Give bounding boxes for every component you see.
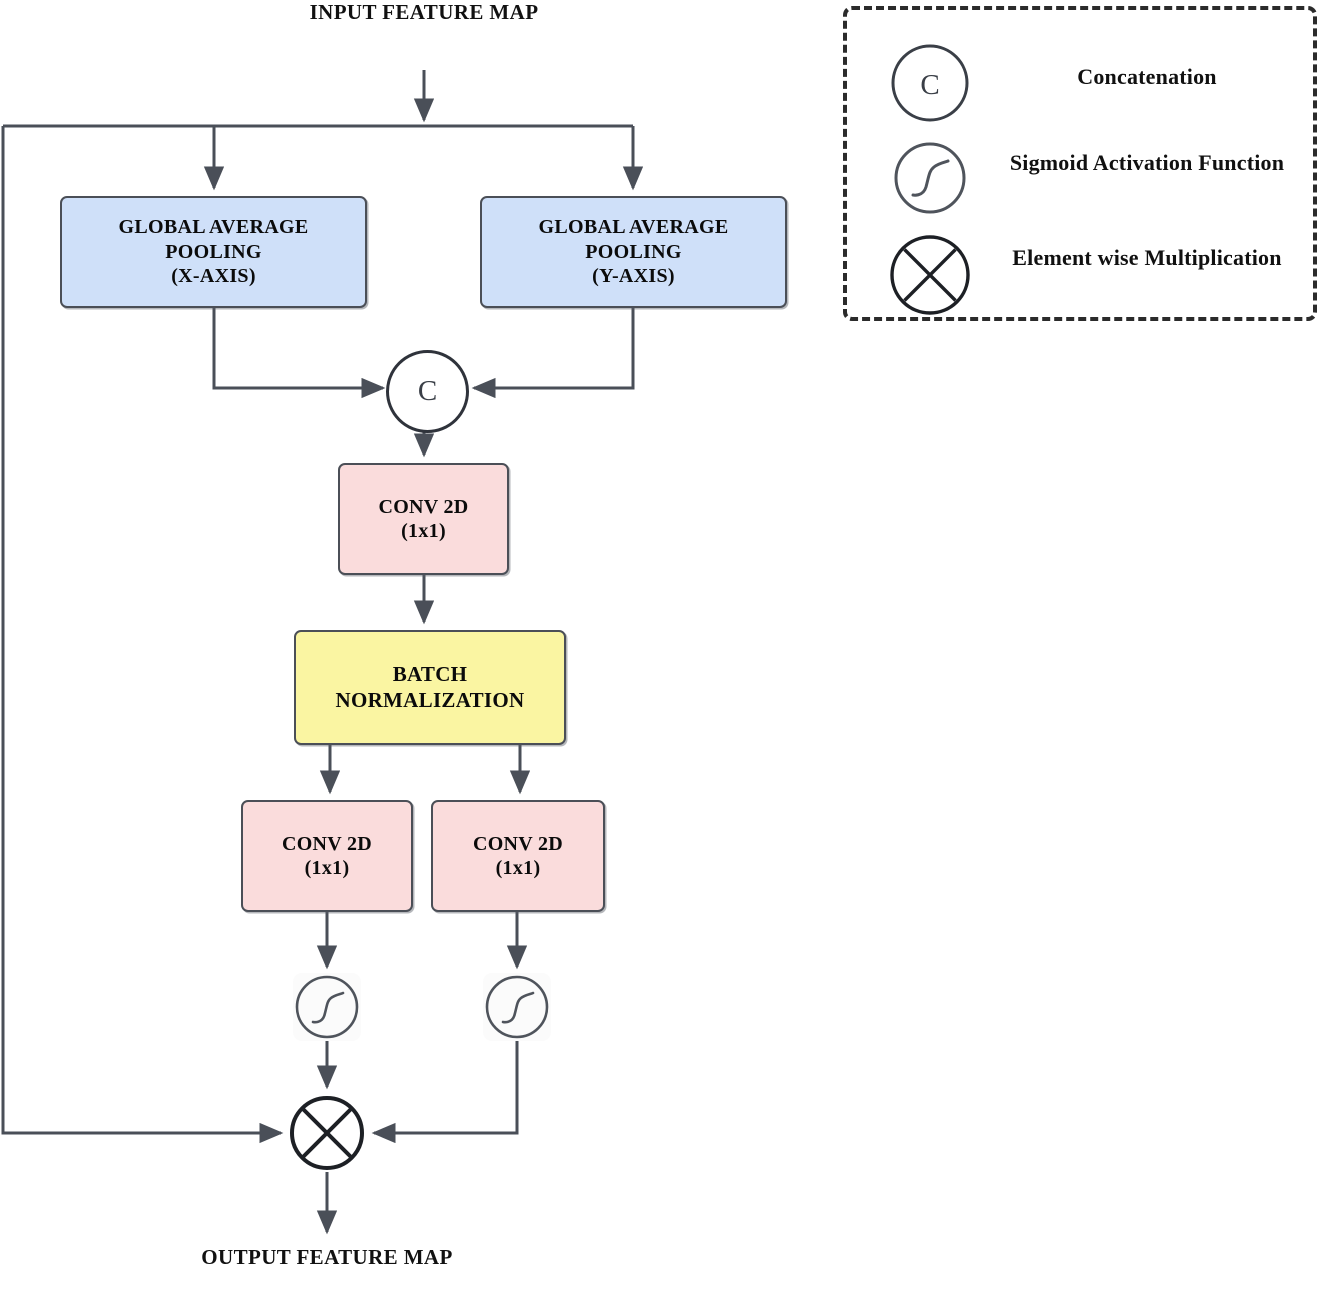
legend-2-line-2: Multiplication — [1144, 245, 1282, 270]
sigmoid-icon — [295, 975, 359, 1039]
svg-text:C: C — [920, 69, 939, 101]
conv-right-line-1: CONV 2D — [472, 832, 564, 855]
conv-top-line-2: (1x1) — [401, 520, 446, 542]
wire-gap-x-to-concat — [212, 308, 386, 399]
elementwise-multiplication-icon — [890, 235, 970, 315]
sigmoid-icon — [894, 142, 966, 214]
wire-sigmoid-right-to-multiply — [371, 1040, 519, 1144]
node-conv2d-left[interactable]: CONV 2D (1x1) — [241, 800, 413, 912]
concatenation-circle-icon: C — [891, 44, 969, 122]
input-label-line-1: INPUT FEATURE — [309, 0, 484, 24]
legend-icon-multiplication — [887, 232, 973, 318]
conv-left-line-2: (1x1) — [304, 857, 350, 879]
legend-label-multiplication: Element wise Multiplication — [997, 243, 1297, 273]
legend-label-concatenation: Concatenation — [997, 62, 1297, 92]
gap-y-line-2: POOLING — [585, 240, 682, 263]
gap-y-line-3: (Y-AXIS) — [592, 265, 675, 288]
node-elementwise-multiplication[interactable] — [288, 1094, 366, 1172]
legend-label-sigmoid: Sigmoid Activation Function — [997, 148, 1297, 178]
node-conv2d-right[interactable]: CONV 2D (1x1) — [431, 800, 605, 912]
concatenation-symbol: C — [417, 375, 438, 407]
output-label-line-2: MAP — [403, 1245, 453, 1269]
sigmoid-icon — [485, 975, 549, 1039]
elementwise-multiplication-icon — [290, 1096, 364, 1170]
input-feature-map-label: INPUT FEATURE MAP — [274, 0, 574, 26]
output-label-line-1: OUTPUT FEATURE — [201, 1245, 399, 1269]
legend-1-line-1: Sigmoid Activation — [1009, 150, 1193, 175]
node-global-average-pooling-x[interactable]: GLOBAL AVERAGE POOLING (X-AXIS) — [60, 196, 367, 308]
legend-1-line-2: Function — [1198, 150, 1285, 175]
gap-x-line-1: GLOBAL AVERAGE — [118, 216, 309, 239]
legend-icon-concatenation: C — [889, 42, 971, 124]
node-global-average-pooling-y[interactable]: GLOBAL AVERAGE POOLING (Y-AXIS) — [480, 196, 787, 308]
node-sigmoid-right[interactable] — [483, 973, 551, 1041]
batchnorm-line-1: BATCH — [392, 661, 468, 686]
legend-panel: C Concatenation Sigmoid Activation Funct… — [843, 6, 1317, 321]
legend-icon-sigmoid — [889, 137, 971, 219]
node-conv2d-top[interactable]: CONV 2D (1x1) — [338, 463, 509, 575]
node-concatenation[interactable]: C — [386, 350, 469, 433]
conv-top-line-1: CONV 2D — [378, 495, 469, 518]
legend-2-line-1: Element wise — [1012, 245, 1139, 270]
conv-left-line-1: CONV 2D — [281, 832, 373, 855]
node-batch-normalization[interactable]: BATCH NORMALIZATION — [294, 630, 566, 745]
gap-x-line-3: (X-AXIS) — [171, 265, 256, 288]
batchnorm-line-2: NORMALIZATION — [335, 687, 525, 712]
gap-y-line-1: GLOBAL AVERAGE — [538, 216, 729, 239]
legend-0-line-1: Concatenation — [1077, 64, 1217, 89]
output-feature-map-label: OUTPUT FEATURE MAP — [177, 1245, 477, 1271]
node-sigmoid-left[interactable] — [293, 973, 361, 1041]
input-label-line-2: MAP — [489, 0, 539, 24]
wire-gap-y-to-concat — [471, 308, 635, 399]
gap-x-line-2: POOLING — [165, 240, 262, 263]
conv-right-line-2: (1x1) — [495, 857, 541, 879]
